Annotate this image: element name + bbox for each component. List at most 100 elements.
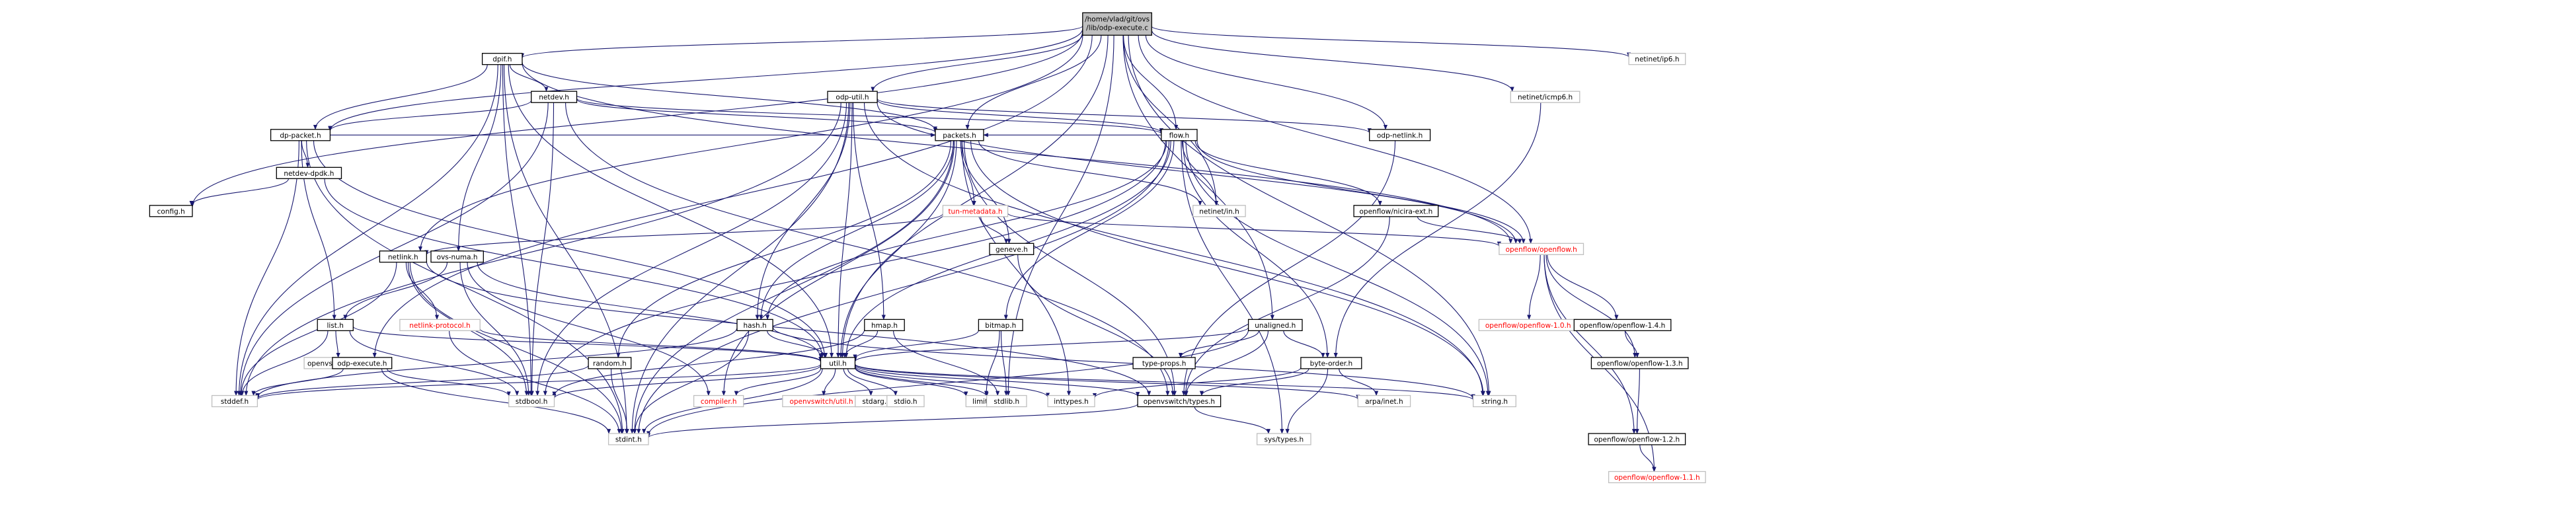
node-nicira[interactable]: openflow/nicira-ext.h (1353, 205, 1439, 217)
node-odputil-label: odp-util.h (836, 94, 869, 102)
node-ovsnuma[interactable]: ovs-numa.h (430, 250, 484, 263)
node-utilh[interactable]: util.h (820, 357, 856, 369)
node-random-box (588, 357, 632, 369)
node-of14[interactable]: openflow/openflow-1.4.h (1573, 319, 1672, 332)
edge-root-to-config (190, 30, 1083, 207)
node-root-label-line-0: /home/vlad/git/ovs (1085, 15, 1150, 23)
node-odputil[interactable]: odp-util.h (827, 91, 878, 103)
edge-root-to-stringh (1128, 35, 1491, 396)
edge-of14-to-of13 (1624, 330, 1639, 358)
node-ofopenflow[interactable]: openflow/openflow.h (1499, 243, 1584, 255)
edge-layer (189, 25, 1657, 472)
edge-packets-to-netinetin (978, 140, 1202, 206)
node-of12[interactable]: openflow/openflow-1.2.h (1588, 433, 1686, 445)
node-typeprops[interactable]: type-props.h (1132, 357, 1196, 369)
node-odpexecute-box (332, 357, 393, 369)
node-ovstypes[interactable]: openvswitch/types.h (1137, 395, 1222, 408)
node-odpexecute[interactable]: odp-execute.h (332, 357, 393, 369)
edge-packets-to-random (616, 140, 952, 358)
node-ovstypes-label: openvswitch/types.h (1144, 398, 1215, 406)
node-hmap[interactable]: hmap.h (864, 319, 905, 332)
node-of11-label: openflow/openflow-1.1.h (1614, 474, 1700, 482)
edge-utilh-to-ovstypes (854, 364, 1140, 397)
node-stddef-box (211, 395, 258, 408)
node-bitmap-box (978, 319, 1023, 332)
edge-root-to-unaligned (1122, 35, 1274, 321)
node-root-box (1082, 12, 1152, 36)
node-netlink[interactable]: netlink.h (379, 250, 427, 263)
edge-hash-to-stddef (255, 327, 738, 398)
edge-root-to-icmp6 (1151, 30, 1514, 92)
node-ip6-label: netinet/ip6.h (1635, 56, 1679, 63)
node-odpnetlink-box (1369, 129, 1431, 141)
node-stdio-label: stdio.h (894, 398, 917, 406)
node-stdint: stdint.h (607, 433, 649, 445)
node-of10-label: openflow/openflow-1.0.h (1485, 322, 1571, 330)
node-flow[interactable]: flow.h (1161, 129, 1198, 141)
node-list[interactable]: list.h (317, 319, 354, 332)
node-of11[interactable]: openflow/openflow-1.1.h (1608, 471, 1706, 484)
node-packets-label: packets.h (943, 132, 976, 139)
node-of13[interactable]: openflow/openflow-1.3.h (1590, 357, 1689, 369)
node-ovstypes-box (1137, 395, 1222, 408)
node-stdlib-box (986, 395, 1027, 408)
edge-flow-to-stdint (637, 140, 1170, 434)
edge-flow-to-stdbool (543, 140, 1166, 396)
node-ovsutil[interactable]: openvswitch/util.h (782, 395, 861, 408)
node-ofopenflow-box (1499, 243, 1584, 255)
node-unaligned[interactable]: unaligned.h (1247, 319, 1303, 332)
node-tunmeta-box (942, 205, 1009, 217)
edge-hash-to-stdint (633, 330, 750, 434)
edge-ovsnuma-to-utilh (477, 262, 823, 359)
edge-natdev-to-flow (576, 98, 1163, 135)
node-geneve-box (989, 243, 1034, 255)
node-compiler[interactable]: compiler.h (693, 395, 744, 408)
node-odpnetlink[interactable]: odp-netlink.h (1369, 129, 1431, 141)
edge-dpif-to-stddef (237, 64, 498, 396)
edge-odpexecute-to-stdint (381, 368, 611, 434)
node-byteorder[interactable]: byte-order.h (1300, 357, 1362, 369)
node-systypes: sys/types.h (1256, 433, 1311, 445)
edge-natdev-to-dppacket (328, 100, 532, 132)
edge-utilh-to-stringh (854, 363, 1475, 400)
node-hash[interactable]: hash.h (736, 319, 773, 332)
edge-root-to-dppacket (328, 28, 1083, 132)
edge-hmap-to-stdlib (893, 330, 1000, 396)
edge-random-to-stddef (255, 365, 589, 400)
edge-natdev-to-ovstypes (565, 102, 1170, 396)
node-list-box (317, 319, 354, 332)
node-bitmap[interactable]: bitmap.h (978, 319, 1023, 332)
node-dpif-label: dpif.h (492, 56, 512, 63)
edge-root-to-packets (965, 35, 1102, 130)
node-natdev[interactable]: netdev.h (531, 91, 578, 103)
edge-ofopenflow-to-of12 (1543, 254, 1637, 434)
edge-root-to-netinetin (1122, 35, 1218, 206)
node-dppacket[interactable]: dp-packet.h (270, 129, 331, 141)
edge-unaligned-to-typeprops (1178, 330, 1259, 358)
node-dpif[interactable]: dpif.h (481, 53, 523, 65)
node-stdarg-label: stdarg.h (862, 398, 890, 406)
edge-tunmeta-to-ofopenflow (1007, 213, 1501, 247)
edge-dpif-to-natdev (509, 64, 549, 92)
edge-ovstypes-to-stdint (646, 403, 1138, 439)
edge-byteorder-to-ovstypes (1199, 368, 1309, 396)
edge-dppacket-to-stddef (234, 140, 299, 396)
node-config[interactable]: config.h (149, 205, 193, 217)
node-stdlib-label: stdlib.h (994, 398, 1019, 406)
node-ip6-box (1628, 53, 1686, 65)
node-root[interactable]: /home/vlad/git/ovs/lib/odp-execute.c (1082, 12, 1152, 36)
node-netdevdpdk[interactable]: netdev-dpdk.h (276, 167, 342, 179)
node-geneve[interactable]: geneve.h (989, 243, 1034, 255)
node-packets[interactable]: packets.h (935, 129, 984, 141)
edge-unaligned-to-ovstypes (1184, 330, 1269, 396)
edge-dppacket-to-utilh (313, 140, 827, 358)
edge-ofopenflow-to-of10 (1527, 254, 1541, 321)
node-stdbool: stdbool.h (508, 395, 555, 408)
edge-dpif-to-ovsnuma (456, 64, 502, 252)
node-tunmeta[interactable]: tun-metadata.h (942, 205, 1009, 217)
node-netlinkprot[interactable]: netlink-protocol.h (399, 319, 481, 332)
node-random[interactable]: random.h (588, 357, 632, 369)
edge-natdev-to-stddef (238, 102, 549, 396)
node-of10[interactable]: openflow/openflow-1.0.h (1478, 319, 1578, 332)
